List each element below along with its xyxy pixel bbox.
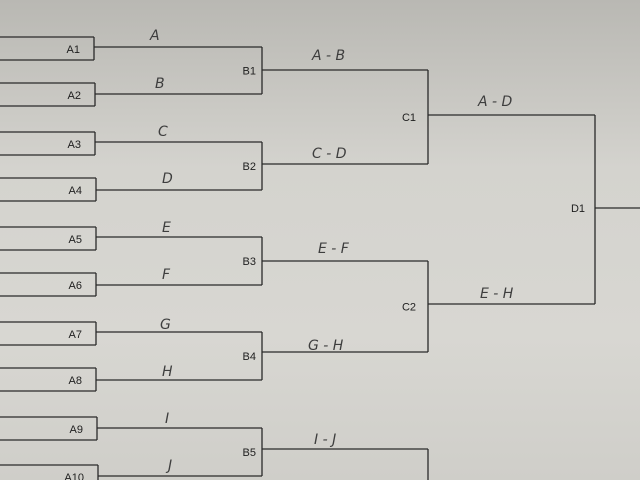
team-a: A xyxy=(149,28,160,44)
slot-label-a7: A7 xyxy=(69,329,82,341)
node-label-b1: B1 xyxy=(243,66,256,78)
slot-label-a3: A3 xyxy=(68,139,81,151)
slot-label-a2: A2 xyxy=(68,90,81,102)
team-b: B xyxy=(155,76,165,92)
team-i: I xyxy=(165,411,169,427)
slot-label-a10: A10 xyxy=(64,472,84,480)
slot-label-a9: A9 xyxy=(70,424,83,436)
slot-label-a6: A6 xyxy=(69,280,82,292)
team-j: J xyxy=(165,458,172,474)
team-h: H xyxy=(162,364,173,380)
node-label-b2: B2 xyxy=(243,161,256,173)
team-g: G xyxy=(160,317,171,333)
team-d: D xyxy=(162,171,173,187)
pair-2: C - D xyxy=(312,146,347,162)
node-label-c1: C1 xyxy=(402,112,416,124)
slot-label-a1: A1 xyxy=(67,44,80,56)
node-label-b4: B4 xyxy=(243,351,256,363)
node-label-b5: B5 xyxy=(243,447,256,459)
pair-3: E - F xyxy=(318,241,350,257)
pair-5: I - J xyxy=(314,432,336,448)
pair-1: A - B xyxy=(311,48,345,64)
node-label-c2: C2 xyxy=(402,302,416,314)
slot-label-a8: A8 xyxy=(69,375,82,387)
bracket-lines xyxy=(0,36,640,480)
team-c: C xyxy=(158,124,168,140)
team-e: E xyxy=(162,220,171,236)
slot-label-a5: A5 xyxy=(69,234,82,246)
node-label-d1: D1 xyxy=(571,203,585,215)
finalist-2: E - H xyxy=(480,286,514,302)
slot-label-a4: A4 xyxy=(69,185,82,197)
node-label-b3: B3 xyxy=(243,256,256,268)
finalist-1: A - D xyxy=(477,94,513,110)
team-f: F xyxy=(162,267,171,283)
pair-4: G - H xyxy=(308,338,344,354)
